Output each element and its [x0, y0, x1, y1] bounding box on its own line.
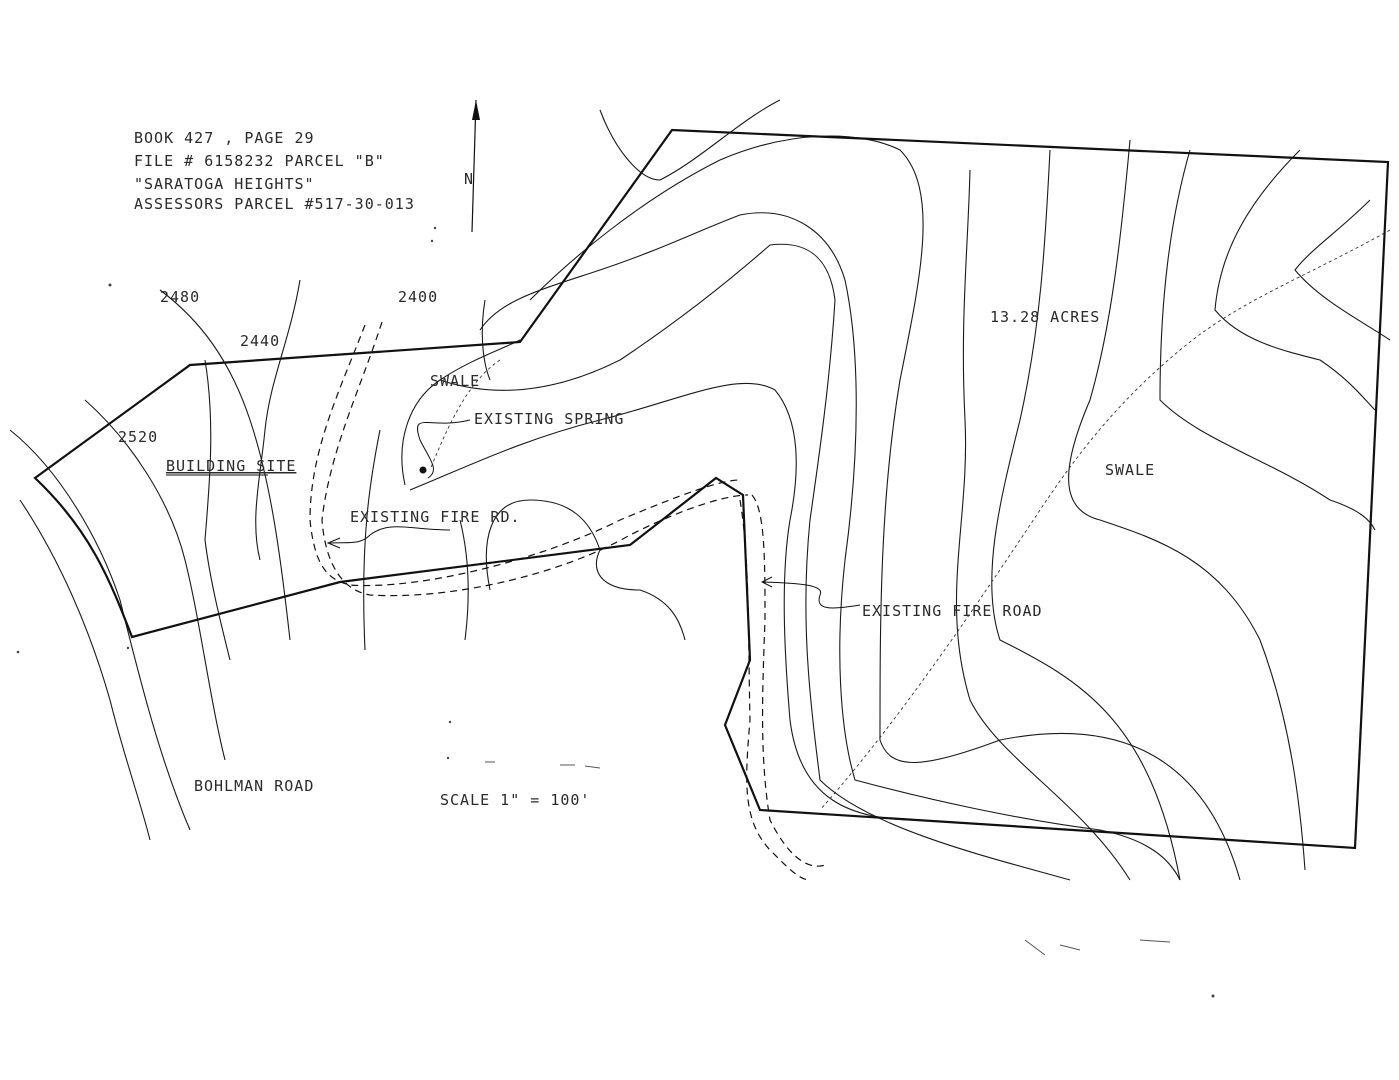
swale-lines — [429, 229, 1391, 811]
contour-line — [955, 169, 1131, 881]
leader-lines — [326, 419, 861, 609]
contour-line — [485, 499, 686, 641]
swale-label-west: SWALE — [430, 372, 480, 390]
existing-fire-rd-label: EXISTING FIRE RD. — [350, 508, 521, 526]
contour-line — [19, 499, 151, 841]
fire-road-leader — [761, 581, 861, 609]
contour-line — [439, 243, 1071, 881]
north-arrow-label: N — [464, 170, 474, 188]
fire-rd-leader — [329, 526, 451, 544]
acreage-label: 13.28 ACRES — [990, 308, 1100, 326]
contour-line — [1294, 199, 1391, 341]
title-line-book: BOOK 427 , PAGE 29 — [134, 129, 315, 147]
contour-line — [84, 399, 226, 761]
contour-line — [459, 519, 469, 641]
swale-line — [429, 359, 501, 471]
contour-line — [1214, 149, 1376, 411]
contour-line — [481, 299, 491, 381]
property-boundary — [33, 128, 1390, 850]
annotations: 13.28 ACRES SWALE SWALE EXISTING SPRING … — [166, 308, 1155, 809]
title-line-file: FILE # 6158232 PARCEL "B" — [134, 152, 385, 170]
fire-road-east-outer — [739, 499, 811, 881]
fire-rd-arrowhead — [326, 537, 341, 549]
contour-line — [159, 289, 291, 641]
fire-road-west — [309, 324, 741, 587]
fire-road-arrowhead — [760, 576, 773, 588]
building-site-label: BUILDING SITE — [166, 457, 296, 475]
spring-marker — [419, 466, 427, 474]
north-arrow: N — [464, 99, 480, 233]
title-line-parcel: ASSESSORS PARCEL #517-30-013 — [134, 195, 415, 213]
existing-spring-label: EXISTING SPRING — [474, 410, 624, 428]
swale-label-east: SWALE — [1105, 461, 1155, 479]
contour-line — [529, 135, 1241, 881]
contour-label-2440: 2440 — [240, 332, 280, 350]
fire-road-east — [751, 494, 826, 867]
title-block: BOOK 427 , PAGE 29 FILE # 6158232 PARCEL… — [134, 129, 415, 213]
contour-line — [9, 429, 191, 831]
contour-line — [204, 359, 231, 661]
contour-line — [991, 149, 1181, 881]
scale-label: SCALE 1" = 100' — [440, 791, 590, 809]
title-line-subdivision: "SARATOGA HEIGHTS" — [134, 175, 315, 193]
contour-label-2480: 2480 — [160, 288, 200, 306]
contour-lines — [9, 99, 1391, 881]
contour-line — [1068, 139, 1306, 871]
contour-labels: 2480 2440 2400 2520 — [118, 288, 438, 446]
contour-line — [401, 339, 521, 486]
contour-line — [363, 429, 381, 651]
contour-line — [599, 99, 781, 181]
contour-line — [255, 279, 301, 561]
contour-line — [409, 382, 921, 821]
contour-label-2400: 2400 — [398, 288, 438, 306]
swale-line — [819, 229, 1391, 811]
contour-line — [479, 212, 1181, 881]
spring-leader — [416, 419, 471, 479]
road-name-label: BOHLMAN ROAD — [194, 777, 314, 795]
contour-label-2520: 2520 — [118, 428, 158, 446]
existing-fire-road-label: EXISTING FIRE ROAD — [862, 602, 1043, 620]
fire-roads — [309, 321, 826, 881]
contour-line — [1159, 149, 1376, 531]
scan-marks — [16, 226, 1215, 998]
